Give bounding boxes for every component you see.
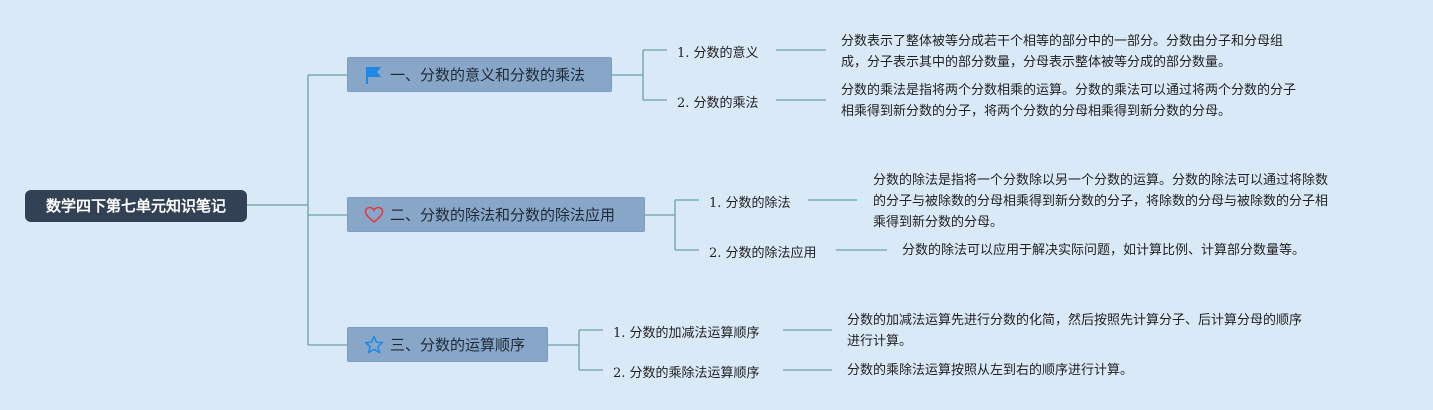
description-line: 进行计算。 xyxy=(847,334,913,349)
branch-node-1[interactable]: 一、分数的意义和分数的乘法 xyxy=(347,57,612,92)
description-line: 乘得到新分数的分母。 xyxy=(873,215,1004,230)
root-node[interactable]: 数学四下第七单元知识笔记 xyxy=(25,190,247,222)
branch-title: 一、分数的意义和分数的乘法 xyxy=(390,66,586,84)
description-node: 分数的除法是指将一个分数除以另一个分数的运算。分数的除法可以通过将除数 的分子与… xyxy=(873,170,1328,233)
description-line: 分数的乘除法运算按照从左到右的顺序进行计算。 xyxy=(847,363,1134,378)
sub-node-label: 1. 分数的意义 xyxy=(677,46,759,61)
description-line: 分数表示了整体被等分成若干个相等的部分中的一部分。分数由分子和分母组 xyxy=(841,34,1284,49)
sub-node[interactable]: 1. 分数的除法 xyxy=(709,192,791,211)
description-node: 分数表示了整体被等分成若干个相等的部分中的一部分。分数由分子和分母组 成，分子表… xyxy=(841,31,1283,73)
description-node: 分数的加减法运算先进行分数的化简，然后按照先计算分子、后计算分母的顺序 进行计算… xyxy=(847,310,1302,352)
sub-node[interactable]: 1. 分数的加减法运算顺序 xyxy=(613,322,760,341)
sub-node-label: 2. 分数的乘除法运算顺序 xyxy=(613,366,760,381)
description-line: 分数的加减法运算先进行分数的化简，然后按照先计算分子、后计算分母的顺序 xyxy=(847,313,1303,328)
sub-node[interactable]: 2. 分数的乘除法运算顺序 xyxy=(613,362,760,381)
heart-icon xyxy=(364,205,384,225)
flag-icon xyxy=(364,65,384,85)
sub-node[interactable]: 2. 分数的除法应用 xyxy=(709,242,817,261)
description-line: 的分子与被除数的分母相乘得到新分数的分子，将除数的分母与被除数的分子相 xyxy=(873,194,1329,209)
description-line: 分数的乘法是指将两个分数相乘的运算。分数的乘法可以通过将两个分数的分子 xyxy=(841,83,1297,98)
description-node: 分数的除法可以应用于解决实际问题，如计算比例、计算部分数量等。 xyxy=(902,240,1305,261)
branch-node-2[interactable]: 二、分数的除法和分数的除法应用 xyxy=(347,197,645,232)
sub-node-label: 2. 分数的乘法 xyxy=(677,96,759,111)
sub-node-label: 1. 分数的除法 xyxy=(709,196,791,211)
branch-node-3[interactable]: 三、分数的运算顺序 xyxy=(347,327,548,362)
description-node: 分数的乘除法运算按照从左到右的顺序进行计算。 xyxy=(847,360,1133,381)
description-line: 分数的除法是指将一个分数除以另一个分数的运算。分数的除法可以通过将除数 xyxy=(873,173,1329,188)
description-line: 分数的除法可以应用于解决实际问题，如计算比例、计算部分数量等。 xyxy=(902,243,1306,258)
description-line: 成，分子表示其中的部分数量，分母表示整体被等分成的部分数量。 xyxy=(841,55,1232,70)
sub-node[interactable]: 1. 分数的意义 xyxy=(677,42,759,61)
description-node: 分数的乘法是指将两个分数相乘的运算。分数的乘法可以通过将两个分数的分子 相乘得到… xyxy=(841,80,1296,122)
branch-title: 三、分数的运算顺序 xyxy=(390,336,526,354)
description-line: 相乘得到新分数的分子，将两个分数的分母相乘得到新分数的分母。 xyxy=(841,104,1232,119)
root-title: 数学四下第七单元知识笔记 xyxy=(45,197,226,215)
star-icon xyxy=(364,335,384,355)
branch-title: 二、分数的除法和分数的除法应用 xyxy=(390,206,616,224)
sub-node-label: 2. 分数的除法应用 xyxy=(709,246,817,261)
sub-node-label: 1. 分数的加减法运算顺序 xyxy=(613,326,760,341)
sub-node[interactable]: 2. 分数的乘法 xyxy=(677,92,759,111)
